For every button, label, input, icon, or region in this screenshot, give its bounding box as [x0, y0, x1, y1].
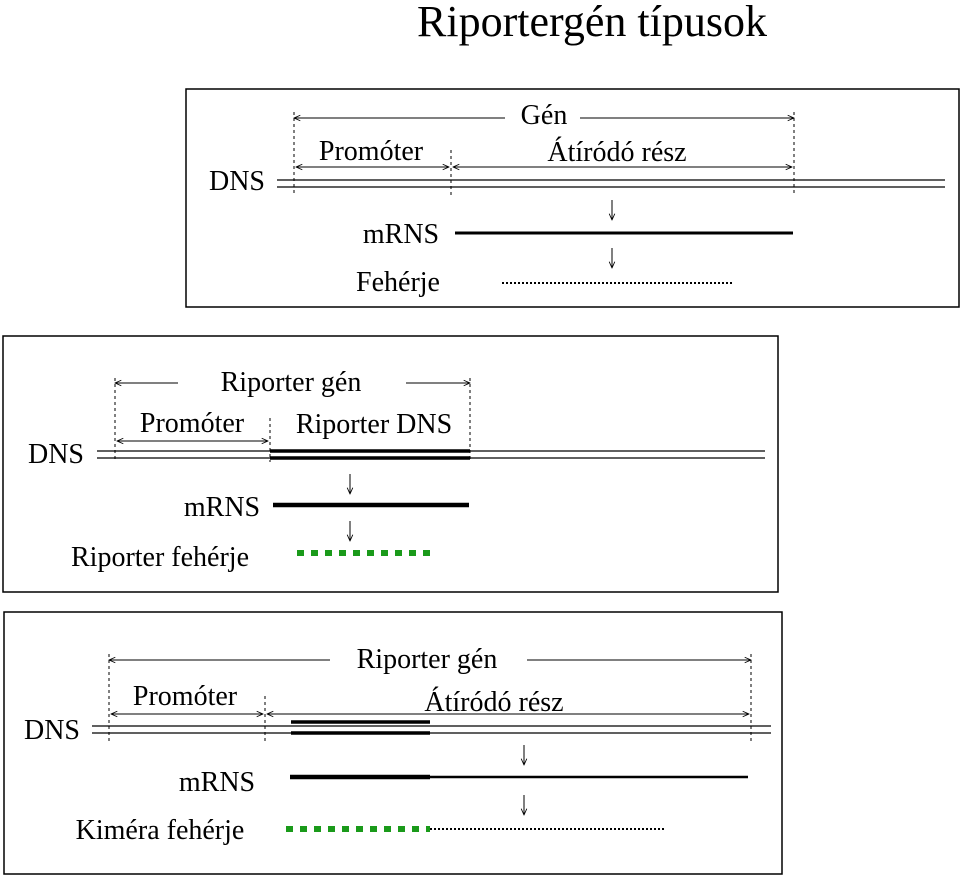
promoter-label: Promóter [140, 408, 245, 439]
reporter-gene-label: Riporter gén [357, 644, 498, 675]
page-title: Riportergén típusok [417, 0, 767, 46]
dns-label: DNS [209, 166, 265, 197]
gene-label: Gén [521, 100, 568, 131]
reporter-dna-label: Riporter DNS [296, 409, 452, 440]
dns-label: DNS [28, 439, 84, 470]
panel-frame [2, 335, 779, 593]
panel-frame [185, 88, 960, 308]
mrna-label: mRNS [184, 492, 260, 523]
dns-label: DNS [24, 715, 80, 746]
panel-chimeric-gene: Riporter gén Promóter Átíródó rész DNS m… [3, 611, 783, 875]
promoter-label: Promóter [319, 136, 424, 167]
panel-reporter-gene: Riporter gén Promóter Riporter DNS DNS m… [2, 335, 779, 593]
promoter-label: Promóter [133, 681, 238, 712]
transcribed-region-label: Átíródó rész [547, 137, 686, 168]
transcribed-region-label: Átíródó rész [424, 687, 563, 718]
mrna-label: mRNS [179, 767, 255, 798]
reporter-gene-label: Riporter gén [221, 367, 362, 398]
panel-frame [3, 611, 783, 875]
protein-label: Kiméra fehérje [76, 815, 245, 846]
panel-native-gene: Gén Promóter Átíródó rész DNS mRNS Fehér… [185, 88, 960, 308]
protein-label: Riporter fehérje [71, 542, 249, 573]
mrna-label: mRNS [363, 219, 439, 250]
protein-label: Fehérje [356, 267, 440, 298]
